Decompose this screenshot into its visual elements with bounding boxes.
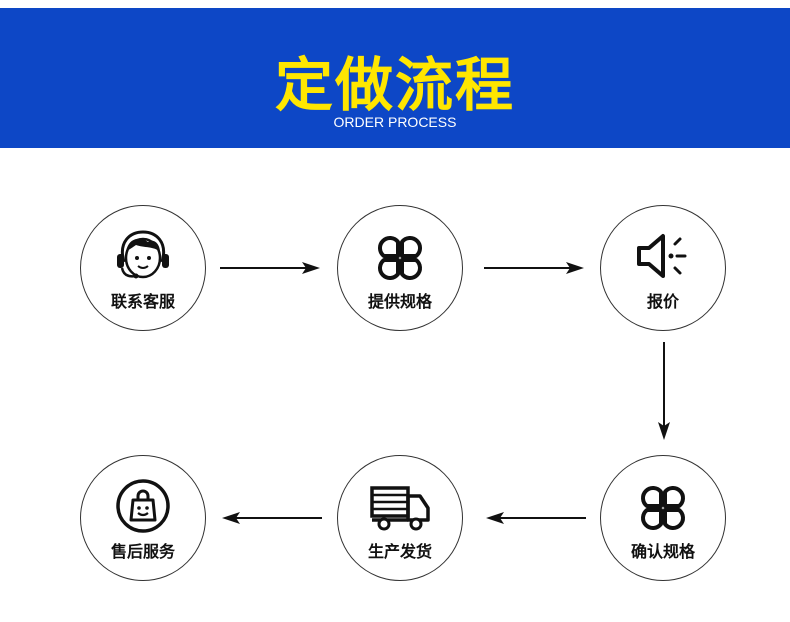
step-label: 生产发货: [367, 542, 432, 561]
page-title: 定做流程: [274, 51, 515, 119]
four-petal-icon: [372, 230, 428, 290]
step-label: 确认规格: [630, 542, 695, 561]
delivery-truck-icon: [368, 482, 432, 536]
customer-service-headset-icon: [108, 228, 178, 292]
arrow-left-icon: [486, 512, 586, 524]
arrow-right-icon: [484, 262, 584, 274]
step-confirm-specs: 确认规格: [600, 455, 726, 581]
arrow-left-icon: [222, 512, 322, 524]
speaker-icon: [633, 230, 693, 286]
step-label: 提供规格: [367, 292, 432, 311]
arrow-right-icon: [220, 262, 320, 274]
step-provide-specs: 提供规格: [337, 205, 463, 331]
step-quote: 报价: [600, 205, 726, 331]
shopping-bag-icon: [115, 478, 171, 538]
header-banner: 定做流程 ORDER PROCESS: [0, 8, 790, 148]
page-subtitle: ORDER PROCESS: [333, 114, 457, 130]
step-label: 售后服务: [110, 542, 175, 561]
step-label: 联系客服: [110, 292, 175, 311]
step-production-shipping: 生产发货: [337, 455, 463, 581]
four-petal-icon: [635, 480, 691, 540]
step-contact-service: 联系客服: [80, 205, 206, 331]
arrow-down-icon: [658, 342, 670, 440]
step-after-sales-service: 售后服务: [80, 455, 206, 581]
step-label: 报价: [646, 292, 679, 311]
